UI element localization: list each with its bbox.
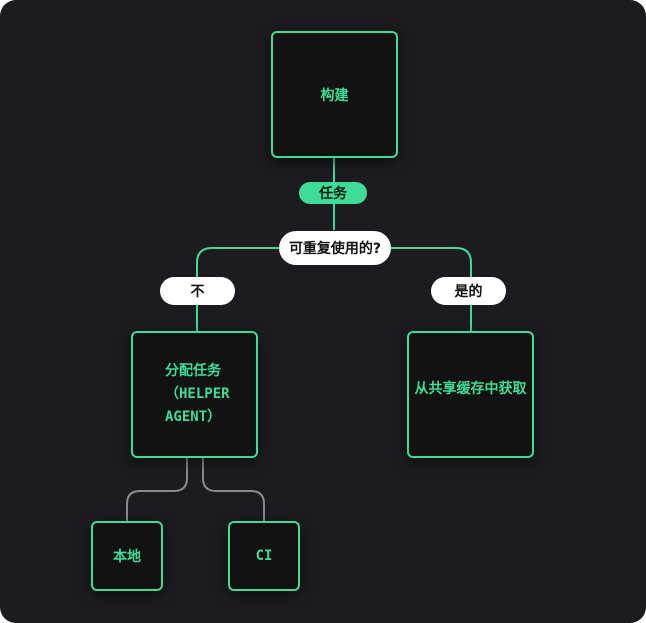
local-node: 本地 bbox=[91, 521, 163, 591]
ci-node: CI bbox=[228, 521, 300, 591]
task-label-text: 任务 bbox=[319, 186, 347, 202]
yes-branch-text: 是的 bbox=[454, 284, 483, 300]
local-node-label: 本地 bbox=[113, 549, 141, 565]
no-branch-text: 不 bbox=[190, 284, 205, 300]
reusable-decision-pill: 可重复使用的? bbox=[279, 231, 391, 265]
assign-task-line2: （HELPER bbox=[165, 386, 230, 402]
assign-task-line1: 分配任务 bbox=[165, 363, 221, 379]
yes-branch-pill: 是的 bbox=[431, 277, 506, 305]
build-node: 构建 bbox=[271, 31, 398, 158]
fetch-cache-label: 从共享缓存中获取 bbox=[414, 381, 527, 397]
connector-decision-to-yes bbox=[390, 247, 472, 278]
connector-assign-to-ci bbox=[202, 457, 265, 522]
reusable-decision-text: 可重复使用的? bbox=[288, 241, 382, 257]
no-branch-pill: 不 bbox=[160, 277, 235, 305]
connector-assign-to-local bbox=[126, 457, 188, 522]
task-label-pill: 任务 bbox=[299, 182, 367, 204]
fetch-cache-node: 从共享缓存中获取 bbox=[407, 331, 534, 458]
ci-node-label: CI bbox=[255, 548, 273, 564]
build-node-label: 构建 bbox=[320, 87, 349, 104]
assign-task-line3: AGENT） bbox=[165, 409, 222, 425]
connector-decision-to-no bbox=[196, 247, 280, 278]
assign-task-node: 分配任务 （HELPER AGENT） bbox=[131, 331, 258, 458]
